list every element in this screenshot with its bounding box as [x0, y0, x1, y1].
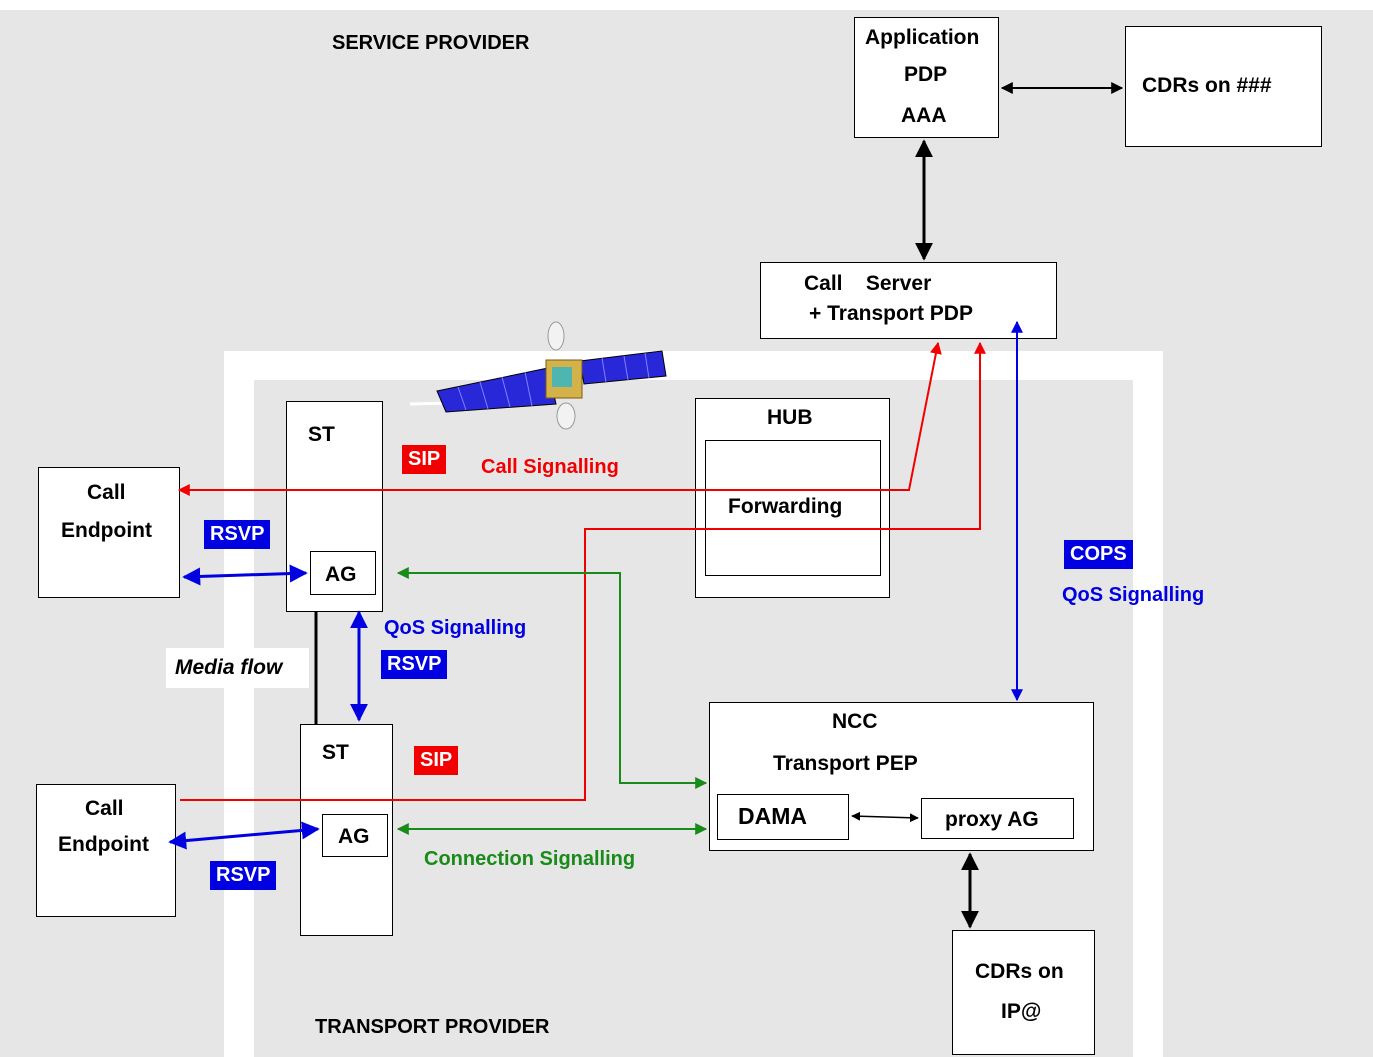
rsvp-left-top-tag: RSVP: [204, 520, 271, 549]
call-endpoint-top-box[interactable]: Call Endpoint: [38, 467, 180, 598]
dama-box[interactable]: DAMA: [717, 794, 849, 840]
connection-signalling-label: Connection Signalling: [424, 848, 636, 870]
qos-signalling-right-label: QoS Signalling: [1062, 584, 1205, 606]
call-endpoint-top-line2: Endpoint: [61, 519, 152, 542]
ncc-label: NCC: [832, 710, 878, 733]
application-pdp-aaa-box[interactable]: Application PDP AAA: [854, 17, 999, 138]
cdrs-top-box[interactable]: CDRs on ###: [1125, 26, 1322, 147]
ag-top-box[interactable]: AG: [310, 551, 376, 595]
aaa-label: AAA: [901, 104, 947, 127]
satellite-icon: [409, 321, 667, 430]
ag-top-label: AG: [325, 563, 357, 586]
connection-signalling-top-line: [396, 567, 708, 789]
transport-provider-label: TRANSPORT PROVIDER: [315, 1016, 550, 1038]
call-signalling-bottom-line: [180, 341, 986, 801]
st-bottom-label: ST: [322, 741, 349, 764]
ag-bottom-box[interactable]: AG: [322, 814, 388, 857]
proxy-ag-label: proxy AG: [945, 808, 1039, 831]
sip-top-tag: SIP: [402, 445, 447, 474]
cdrs-top-label: CDRs on ###: [1142, 74, 1272, 97]
sip-bottom-tag: SIP: [414, 746, 459, 775]
rsvp-bottom-arrow: [168, 821, 320, 850]
dama-proxy-arrow: [851, 811, 919, 823]
call-server-box[interactable]: Call Server + Transport PDP: [760, 262, 1057, 339]
rsvp-top-arrow: [182, 564, 308, 586]
cdrs-bottom-line2: IP@: [1001, 1000, 1042, 1023]
media-flow-label: Media flow: [175, 656, 283, 679]
cdrs-bottom-line1: CDRs on: [975, 960, 1064, 983]
cdrs-bottom-box[interactable]: CDRs on IP@: [952, 930, 1095, 1055]
call-signalling-label: Call Signalling: [481, 456, 619, 478]
dama-label: DAMA: [738, 803, 807, 829]
call-endpoint-bottom-line2: Endpoint: [58, 833, 149, 856]
transport-pep-label: Transport PEP: [773, 752, 918, 775]
call-endpoint-bottom-box[interactable]: Call Endpoint: [36, 784, 176, 917]
service-provider-label: SERVICE PROVIDER: [332, 32, 530, 54]
transport-pdp-label: + Transport PDP: [809, 302, 973, 325]
call-server-label: Call Server: [804, 272, 932, 295]
proxy-ag-box[interactable]: proxy AG: [921, 798, 1074, 839]
pdp-label: PDP: [904, 63, 948, 86]
rsvp-middle-tag: RSVP: [381, 650, 448, 679]
media-flow-label-bg: [166, 648, 309, 688]
qos-signalling-mid-label: QoS Signalling: [384, 617, 527, 639]
call-endpoint-bottom-line1: Call: [85, 797, 124, 820]
call-signalling-top-line: [177, 341, 942, 496]
rsvp-left-bottom-tag: RSVP: [210, 861, 277, 890]
forwarding-label: Forwarding: [728, 495, 843, 518]
call-endpoint-top-line1: Call: [87, 481, 126, 504]
application-label: Application: [865, 26, 980, 49]
ag-bottom-label: AG: [338, 825, 370, 848]
cops-tag: COPS: [1064, 540, 1133, 569]
